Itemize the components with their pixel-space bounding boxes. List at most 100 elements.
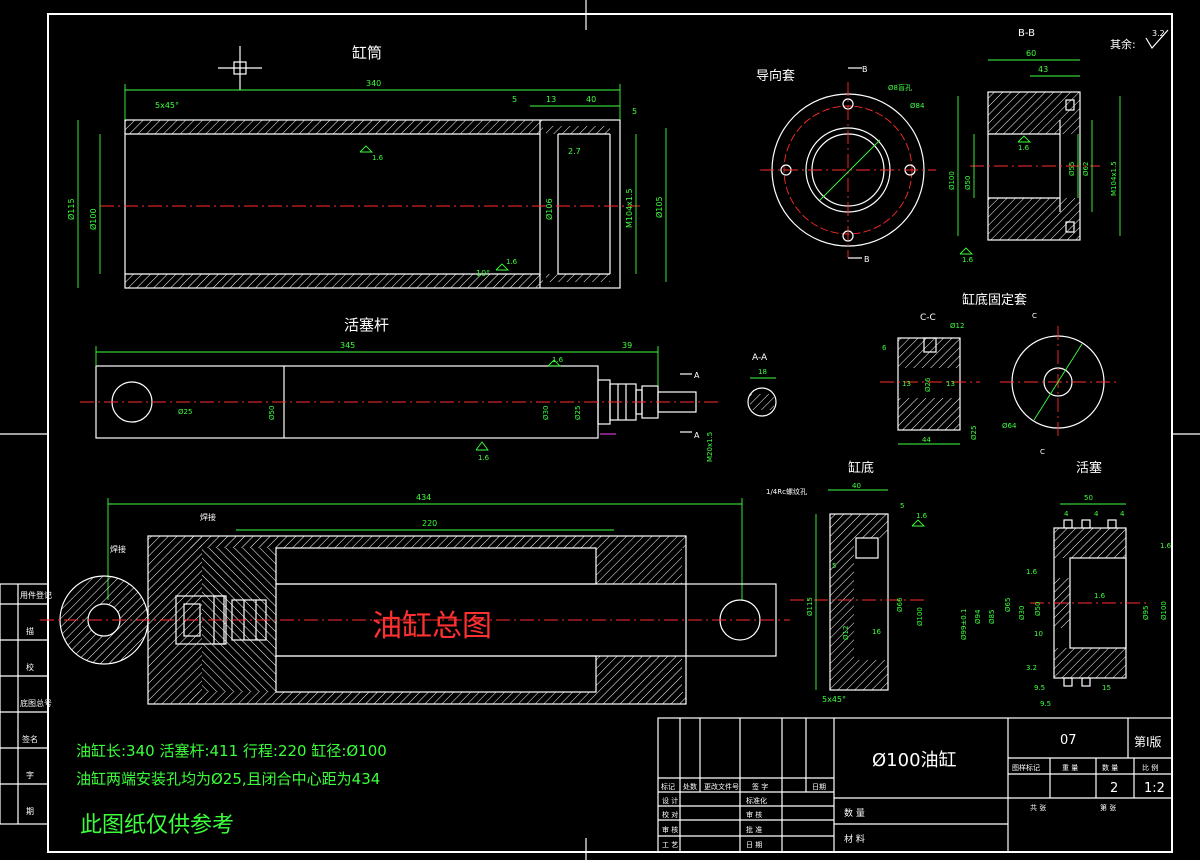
assembly-title: 油缸总图 [372,609,492,644]
section-mark: A [694,371,700,380]
piston-view: 活塞 50 4 4 4 Ø99±0.1 Ø94 Ø85 Ø65 Ø30 Ø50 … [960,460,1172,708]
tb-header: 更改文件号 [704,782,739,791]
assembly-view: 434 220 焊接 焊接 油缸总图 [40,493,790,705]
side-label: 字 [26,770,34,780]
dim-label: 50 [1084,494,1093,502]
dim-label: 13 [546,95,556,104]
dim-label: Ø12 [842,626,850,640]
qty-value: 2 [1110,781,1118,796]
dim-label: 9.5 [1040,700,1051,708]
section-mark: A [694,431,700,440]
dim-label: Ø84 [910,102,925,110]
roughness-note: 其余: [1110,37,1136,51]
guide-sleeve-view: 导向套 B B Ø8盲孔 Ø84 [756,65,936,264]
tb-header: 日期 [812,783,826,791]
dim-label: Ø94 [974,609,982,624]
dim-label: Ø25 [970,426,978,440]
side-label: 校 [26,662,34,672]
sheet-no: 第 张 [1100,803,1116,812]
dim-label: 434 [416,493,431,502]
thread-note: 1/4Rc螺纹孔 [766,487,807,496]
weld-note: 焊接 [200,512,216,522]
dim-label: Ø100 [916,607,924,626]
view-title-aa: A-A [752,353,768,363]
dim-label: M104x1.5 [625,188,634,228]
dim-label: 5 [632,107,637,116]
dim-label: 13 [946,380,955,388]
dim-label: 10 [1034,630,1043,638]
dim-label: Ø100 [88,208,98,230]
dim-label: 13 [902,380,911,388]
view-title-rod: 活塞杆 [344,316,389,334]
edition: 第Ⅰ版 [1134,735,1162,749]
side-label: 描 [26,626,34,636]
dim-label: M20x1.5 [706,432,714,462]
dim-label: 44 [922,436,931,444]
dim-label: Ø66 [896,597,904,612]
tb-row-label: 审 核 [746,810,762,819]
roughness-label: 1.6 [916,512,928,520]
dim-label: 340 [366,79,381,88]
weld-note: 焊接 [110,544,126,554]
dim-label: Ø30 [1018,606,1026,620]
side-label-column: 用件登记 描 校 底图总号 签名 字 期 [0,583,52,825]
dim-label: 43 [1038,65,1048,74]
tb-row-label: 审 核 [662,825,678,834]
section-mark: B [864,255,870,264]
dim-label: 4 [1064,510,1069,518]
dim-label: Ø50 [964,176,972,190]
section-mark: B [862,65,868,74]
dim-label: Ø85 [988,610,996,624]
view-title-fix: 缸底固定套 [962,292,1027,308]
tb-header: 标记 [661,782,675,791]
view-title-bb: B-B [1018,28,1035,39]
note-line-2: 油缸两端安装孔均为Ø25,且闭合中心距为434 [76,770,380,788]
drawing-title: Ø100油缸 [872,749,957,771]
dim-label: Ø106 [544,198,554,220]
dim-label: Ø100 [1160,601,1168,620]
section-mark: C [1032,312,1037,320]
dim-label: Ø30 [542,406,550,420]
dim-label: Ø55 [1068,162,1076,176]
tb-row-label: 日 期 [746,841,762,849]
dim-label: 2.7 [568,147,581,156]
dim-label: 5x45° [155,101,179,110]
dim-label: Ø26 [924,377,932,392]
tb-row-label: 工 艺 [662,841,678,849]
dim-label: Ø12 [950,322,964,330]
weight-label: 数 量 [844,807,865,819]
tb-row-label: 校 对 [662,810,678,819]
dim-label: 5 [512,95,517,104]
qty-label: 数 量 [1102,763,1118,772]
dim-label: 5 [832,562,836,570]
dim-label: 15 [1102,684,1111,692]
roughness-label: 1.6 [1026,568,1038,576]
mass-label: 重 量 [1062,764,1078,772]
scale-value: 1:2 [1144,781,1165,796]
dim-label: Ø115 [66,198,76,220]
view-title-cylinder: 缸筒 [352,44,382,62]
dim-label: Ø64 [1002,422,1017,430]
dim-label: Ø95 [1142,606,1150,620]
dim-label: 5x45° [822,695,846,704]
dim-label: Ø50 [1034,602,1042,616]
drawing-number: 07 [1060,733,1077,748]
view-title-cc: C-C [920,313,936,323]
dim-label: 4 [1120,510,1125,518]
reference-note: 此图纸仅供参考 [80,813,234,838]
sheet-total: 共 张 [1030,803,1046,812]
roughness-label: 1.6 [1018,144,1030,152]
roughness-label: 1.6 [372,154,384,162]
fix-sleeve-view: 缸底固定套 C-C Ø12 6 13 13 Ø26 44 Ø25 Ø64 C C [880,292,1116,456]
roughness-label: 1.6 [1160,542,1172,550]
dim-label: 18 [758,368,767,376]
dim-label: 60 [1026,49,1036,58]
dim-label: 9.5 [1034,684,1045,692]
dim-label: Ø25 [574,406,582,420]
view-title-piston: 活塞 [1076,460,1102,476]
dim-label: 10° [476,269,490,278]
side-label: 期 [26,807,34,816]
roughness-label: 1.6 [1094,592,1106,600]
side-label: 底图总号 [20,698,52,708]
